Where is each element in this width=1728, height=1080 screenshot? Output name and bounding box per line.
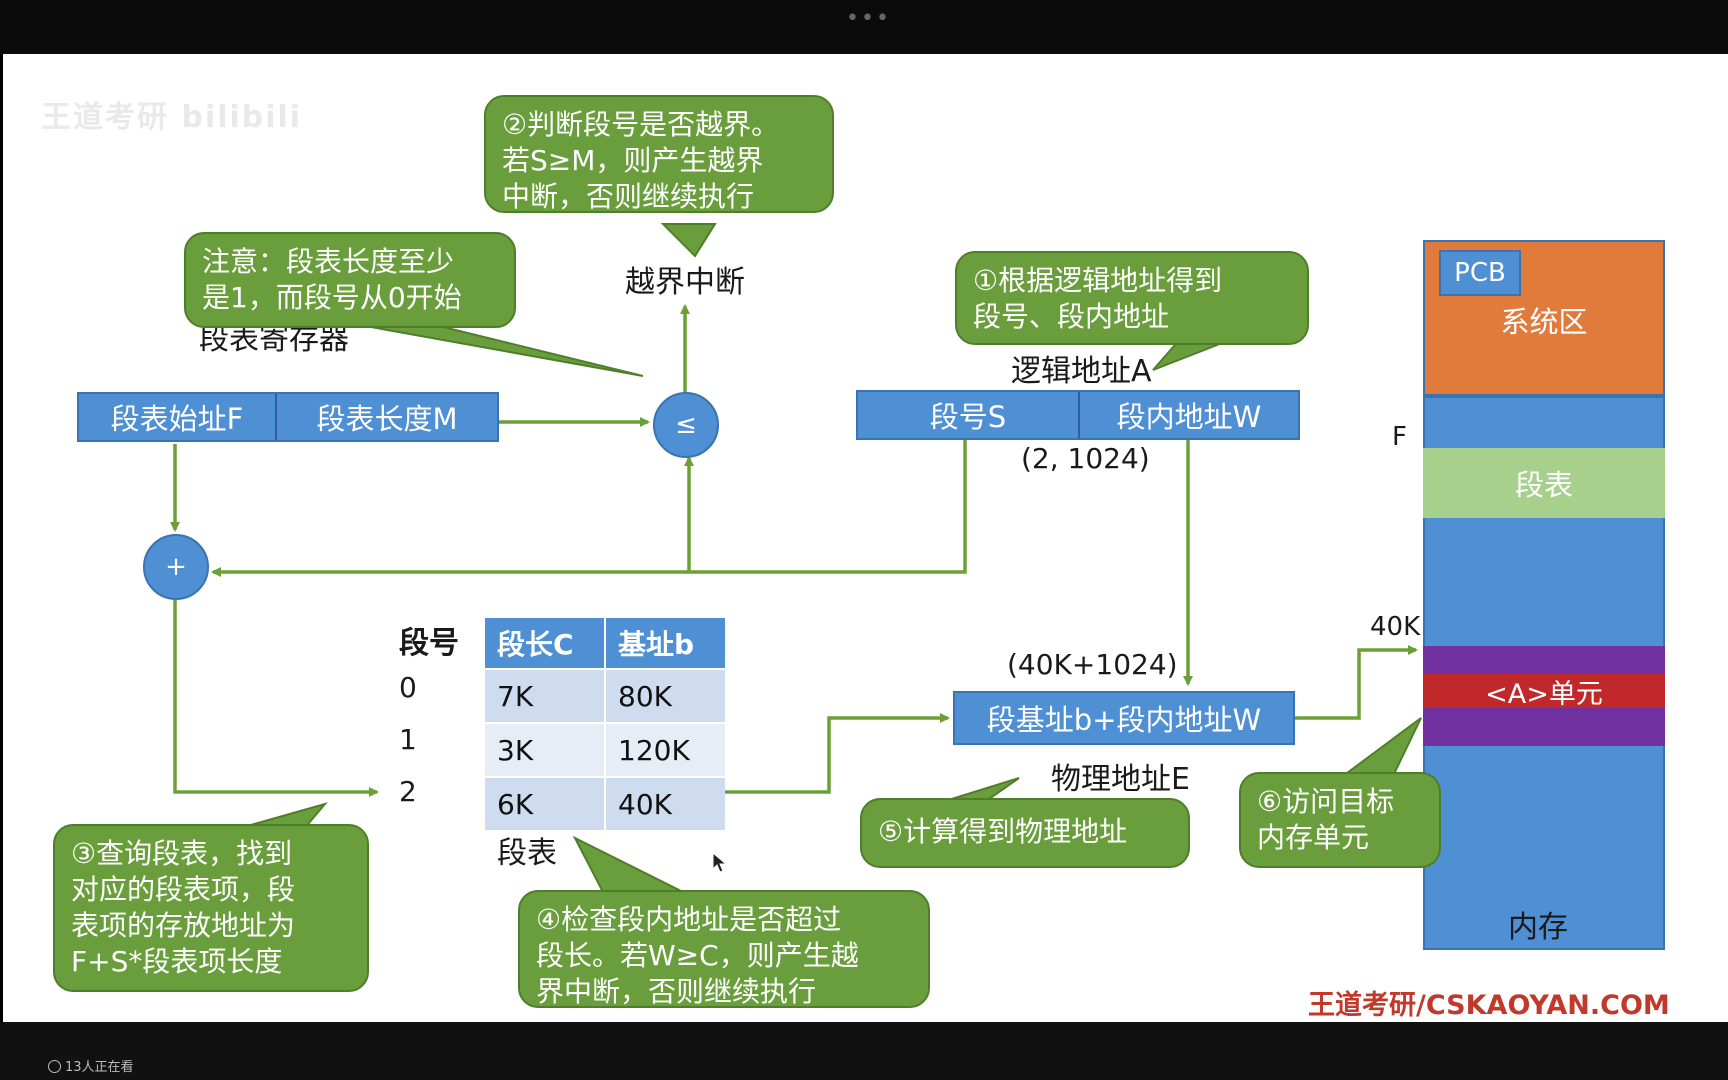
flow-arrows [170, 304, 1418, 797]
callout-line: ⑤计算得到物理地址 [878, 815, 1128, 848]
system-area-label: 系统区 [1500, 305, 1588, 339]
segment-table-length-field: 段表长度M [316, 402, 458, 436]
segment-length-cell: 3K [485, 724, 604, 776]
watermark: 王道考研 bilibili [41, 100, 303, 135]
table-row: 7K 80K [485, 670, 725, 722]
callout-line: 表项的存放地址为 [71, 909, 296, 942]
headset-icon [48, 1060, 61, 1073]
column-header-length: 段长C [485, 618, 604, 668]
callout-line: 界中断，否则继续执行 [536, 975, 817, 1008]
memory-segment-table: 段表 [1423, 448, 1665, 518]
segment-table-caption: 段表 [497, 836, 557, 871]
physical-address-example: (40K+1024) [1007, 648, 1178, 681]
callout-line: 注意：段表长度至少 [202, 245, 455, 278]
arrow-physical-to-memory [1295, 645, 1418, 720]
pcb-block: PCB [1439, 250, 1521, 296]
memory-title: 内存 [1508, 910, 1568, 945]
segment-number-field: 段号S [858, 392, 1080, 438]
callout-line: 对应的段表项，段 [71, 873, 296, 906]
callout-line: F+S*段表项长度 [71, 945, 283, 978]
segment-base-cell: 120K [606, 724, 725, 776]
physical-address-title: 物理地址E [1051, 762, 1190, 797]
overflow-interrupt-label: 越界中断 [625, 265, 745, 300]
callout-step2: ②判断段号是否越界。 若S≥M，则产生越界 中断，否则继续执行 [484, 95, 834, 213]
viewer-count: 13人正在看 [48, 1056, 134, 1075]
callout-line: ①根据逻辑地址得到 [973, 264, 1223, 297]
logical-address-title: 逻辑地址A [1011, 354, 1152, 389]
footer-brand: 王道考研/CSKAOYAN.COM [1308, 990, 1670, 1021]
callout-line: 段长。若W≥C，则产生越 [536, 939, 859, 972]
segment-length-cell: 6K [485, 778, 604, 830]
segment-row-0-number: 0 [399, 671, 417, 704]
table-row: 3K 120K [485, 724, 725, 776]
player-bottom-bar [0, 1022, 1728, 1080]
segment-table: 段长C 基址b 7K 80K 3K 120K 6K 40K [483, 616, 727, 832]
logical-address: 段号S 段内地址W [856, 390, 1300, 440]
column-header-base: 基址b [606, 618, 725, 668]
system-area: PCB 系统区 [1423, 240, 1665, 396]
arrow-add-to-table [173, 600, 379, 797]
segment-register: 段表始址F 段表长度M [77, 392, 499, 442]
callout-note: 注意：段表长度至少 是1，而段号从0开始 [184, 232, 516, 328]
segment-base-cell: 40K [606, 778, 725, 830]
slide: 王道考研 bilibili 段表寄存器 段表始址F 段表长度M ≤ 越界中断 + [3, 54, 1728, 1022]
physical-address-box: 段基址b+段内地址W [953, 691, 1295, 745]
target-memory-unit: <A>单元 [1423, 674, 1665, 710]
callout-line: ⑥访问目标 [1257, 785, 1395, 818]
segment-region-bottom [1423, 708, 1665, 746]
callout-line: 若S≥M，则产生越界 [502, 144, 764, 177]
callout-line: ④检查段内地址是否超过 [536, 903, 842, 936]
callout-step4: ④检查段内地址是否超过 段长。若W≥C，则产生越 界中断，否则继续执行 [518, 890, 930, 1008]
memory-f-label: F [1392, 422, 1407, 452]
segment-number-header: 段号 [399, 626, 459, 661]
logical-address-example: (2, 1024) [1021, 442, 1150, 475]
player-top-bar: ••• [0, 0, 1728, 54]
step2-pointer [660, 223, 717, 258]
segment-offset-field: 段内地址W [1116, 400, 1262, 434]
note-pointer [342, 321, 644, 377]
add-node: + [143, 534, 209, 600]
arrow-segno-to-add [211, 440, 967, 577]
mouse-cursor-icon [712, 852, 728, 873]
callout-step1: ①根据逻辑地址得到 段号、段内地址 [955, 251, 1309, 345]
callout-line: 段号、段内地址 [973, 300, 1170, 333]
callout-step3: ③查询段表，找到 对应的段表项，段 表项的存放地址为 F+S*段表项长度 [53, 824, 369, 992]
callout-step6: ⑥访问目标 内存单元 [1239, 772, 1441, 868]
more-options-icon[interactable]: ••• [846, 6, 891, 31]
viewer-count-text: 13人正在看 [65, 1060, 134, 1075]
step4-pointer [572, 835, 684, 893]
callout-line: ③查询段表，找到 [71, 837, 293, 870]
callout-line: 是1，而段号从0开始 [202, 281, 462, 314]
arrow-table-to-physical [701, 713, 950, 794]
segment-base-cell: 80K [606, 670, 725, 722]
compare-node: ≤ [653, 392, 719, 458]
segment-row-2-number: 2 [399, 775, 417, 808]
segment-region-top [1423, 646, 1665, 674]
step6-pointer [1339, 717, 1422, 777]
callout-step5: ⑤计算得到物理地址 [860, 798, 1190, 868]
table-row: 6K 40K [485, 778, 725, 830]
callout-line: 内存单元 [1257, 821, 1370, 854]
segment-length-cell: 7K [485, 670, 604, 722]
memory-40k-label: 40K [1370, 612, 1421, 642]
callout-line: ②判断段号是否越界。 [502, 108, 780, 141]
physical-address-formula: 段基址b+段内地址W [986, 703, 1262, 737]
segment-row-1-number: 1 [399, 723, 417, 756]
segment-table-start-field: 段表始址F [79, 394, 277, 440]
callout-line: 中断，否则继续执行 [502, 180, 755, 213]
segment-table-header-row: 段长C 基址b [485, 618, 725, 668]
